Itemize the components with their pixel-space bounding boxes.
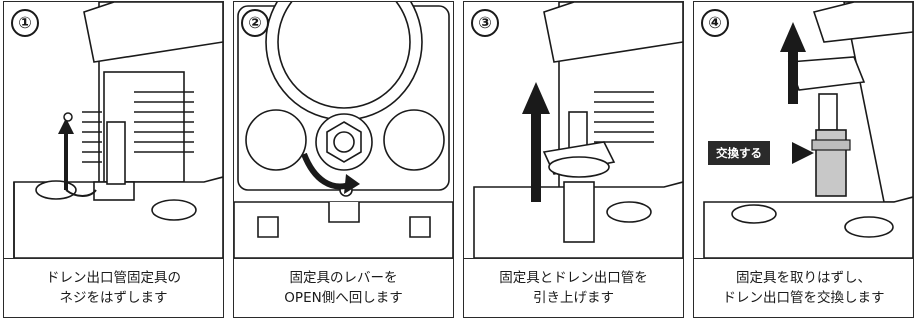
caption-line-2: OPEN側へ回します — [284, 289, 403, 306]
unit-drawing — [703, 2, 913, 258]
step-3-illustration — [464, 2, 683, 259]
up-arrow-shaft — [788, 48, 798, 104]
step-2-panel: ② 固定具のレバーを OPEN側へ回します — [233, 1, 454, 318]
screw-icon — [63, 112, 73, 122]
caption-line-1: ドレン出口管固定具の — [46, 269, 181, 286]
caption-line-1: 固定具のレバーを — [289, 269, 398, 286]
step-caption: 固定具とドレン出口管を 引き上げます — [464, 258, 683, 317]
right-arrow-icon — [792, 142, 814, 164]
caption-line-1: 固定具を取りはずし、 — [736, 269, 871, 286]
up-arrow-icon — [522, 82, 550, 114]
step-number: ① — [11, 9, 39, 37]
step-number: ② — [241, 9, 269, 37]
caption-line-1: 固定具とドレン出口管を — [499, 269, 648, 286]
up-arrow-shaft — [64, 130, 68, 190]
unit-top-view — [234, 2, 453, 258]
step-caption: 固定具のレバーを OPEN側へ回します — [234, 258, 453, 317]
rotate-arrow-icon — [344, 174, 360, 194]
caption-line-2: ドレン出口管を交換します — [722, 289, 885, 306]
step-caption: 固定具を取りはずし、 ドレン出口管を交換します — [694, 258, 913, 317]
replace-callout: 交換する — [708, 141, 770, 165]
up-arrow-shaft — [531, 112, 541, 202]
step-4-panel: ④ 交換する 固定具を取りはずし、 ドレン出口管を交換します — [693, 1, 914, 318]
step-number: ④ — [701, 9, 729, 37]
up-arrow-icon — [58, 118, 74, 134]
step-1-panel: ① ドレン出口管固定具の ネジをはずします — [3, 1, 224, 318]
step-3-panel: ③ 固定具とドレン出口管を 引き上げます — [463, 1, 684, 318]
step-1-illustration — [4, 2, 223, 259]
step-4-illustration — [694, 2, 913, 259]
step-caption: ドレン出口管固定具の ネジをはずします — [4, 258, 223, 317]
unit-drawing — [473, 2, 683, 258]
step-2-illustration — [234, 2, 453, 259]
caption-line-2: 引き上げます — [533, 289, 614, 306]
up-arrow-icon — [780, 22, 806, 52]
caption-line-2: ネジをはずします — [59, 289, 168, 306]
unit-drawing — [13, 2, 223, 258]
step-number: ③ — [471, 9, 499, 37]
